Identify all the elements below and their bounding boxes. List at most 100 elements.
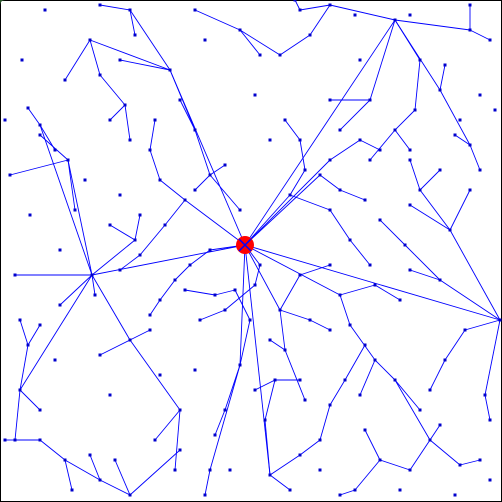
tree-edge bbox=[19, 389, 41, 411]
tree-node bbox=[163, 223, 167, 227]
tree-node bbox=[198, 318, 202, 322]
tree-node bbox=[173, 468, 177, 472]
tree-node bbox=[278, 308, 282, 312]
tree-node bbox=[138, 213, 142, 217]
tree-node bbox=[268, 338, 272, 342]
tree-node bbox=[328, 3, 332, 7]
tree-edge bbox=[394, 19, 471, 31]
tree-node bbox=[373, 283, 377, 287]
tree-edge bbox=[299, 4, 331, 11]
tree-edge bbox=[269, 339, 286, 351]
tree-node bbox=[208, 173, 212, 177]
tree-node bbox=[58, 248, 62, 252]
tree-node bbox=[298, 453, 302, 457]
tree-node bbox=[338, 188, 342, 192]
tree-node bbox=[203, 38, 207, 42]
tree-node bbox=[153, 438, 157, 442]
tree-node bbox=[38, 323, 42, 327]
tree-edge bbox=[309, 4, 331, 36]
tree-node bbox=[193, 8, 197, 12]
tree-edge bbox=[394, 379, 431, 441]
tree-edge bbox=[339, 284, 376, 296]
tree-edge bbox=[319, 404, 331, 441]
tree-node bbox=[358, 138, 362, 142]
tree-edge bbox=[129, 449, 181, 496]
tree-node bbox=[263, 418, 267, 422]
tree-edge bbox=[464, 319, 501, 331]
tree-edge bbox=[279, 274, 301, 311]
tree-edge bbox=[99, 4, 131, 11]
tree-edge bbox=[174, 264, 191, 281]
tree-node bbox=[293, 0, 297, 2]
corner-mark bbox=[0, 0, 6, 6]
tree-node bbox=[398, 488, 402, 492]
root-marker bbox=[236, 236, 254, 254]
tree-edge bbox=[379, 459, 411, 471]
tree-edge bbox=[99, 74, 126, 106]
tree-edge bbox=[19, 319, 29, 346]
tree-node bbox=[38, 123, 42, 127]
tree-edge bbox=[429, 424, 441, 441]
tree-node bbox=[303, 168, 307, 172]
tree-edge bbox=[199, 309, 226, 321]
tree-edge bbox=[129, 329, 151, 341]
tree-edge bbox=[264, 419, 271, 476]
tree-edge bbox=[484, 394, 491, 421]
tree-edge bbox=[409, 204, 451, 231]
tree-node bbox=[98, 353, 102, 357]
tree-node bbox=[128, 8, 132, 12]
tree-edge bbox=[149, 299, 161, 316]
tree-node bbox=[338, 293, 342, 297]
tree-node bbox=[328, 98, 332, 102]
tree-node bbox=[443, 358, 447, 362]
tree-node bbox=[298, 138, 302, 142]
tree-node bbox=[458, 463, 462, 467]
tree-node bbox=[288, 488, 292, 492]
tree-edge bbox=[284, 119, 301, 141]
tree-edge bbox=[179, 99, 196, 131]
tree-edge bbox=[244, 19, 396, 246]
tree-edge bbox=[224, 284, 256, 311]
tree-edge bbox=[394, 109, 416, 131]
tree-edge bbox=[209, 174, 241, 211]
tree-node bbox=[478, 168, 482, 172]
tree-edge bbox=[89, 454, 101, 481]
tree-edge bbox=[19, 274, 93, 391]
tree-node bbox=[238, 363, 242, 367]
tree-node bbox=[108, 223, 112, 227]
tree-edge bbox=[64, 459, 73, 491]
tree-node bbox=[268, 138, 272, 142]
tree-node bbox=[238, 208, 242, 212]
tree-edge bbox=[244, 194, 291, 246]
tree-node bbox=[258, 53, 262, 57]
tree-edge bbox=[439, 64, 446, 91]
tree-edge bbox=[64, 39, 91, 81]
tree-node bbox=[283, 348, 287, 352]
tree-edge bbox=[244, 244, 501, 321]
tree-node bbox=[308, 33, 312, 37]
tree-edge bbox=[194, 9, 241, 31]
tree-node bbox=[38, 438, 42, 442]
tree-node bbox=[238, 28, 242, 32]
tree-node bbox=[43, 8, 47, 12]
tree-node bbox=[13, 438, 17, 442]
tree-edge bbox=[484, 319, 501, 396]
tree-node bbox=[298, 273, 302, 277]
tree-node bbox=[108, 118, 112, 122]
tree-node bbox=[93, 293, 97, 297]
tree-node bbox=[488, 478, 492, 482]
tree-edge bbox=[369, 129, 396, 161]
tree-node bbox=[328, 158, 332, 162]
tree-edge bbox=[109, 224, 136, 241]
tree-edge bbox=[279, 34, 311, 56]
tree-node bbox=[98, 478, 102, 482]
tree-node bbox=[213, 293, 217, 297]
tree-node bbox=[453, 133, 457, 137]
tree-node bbox=[353, 488, 357, 492]
tree-edge bbox=[459, 459, 481, 466]
tree-node bbox=[38, 133, 42, 137]
tree-edge bbox=[119, 59, 171, 71]
tree-node bbox=[393, 18, 397, 22]
